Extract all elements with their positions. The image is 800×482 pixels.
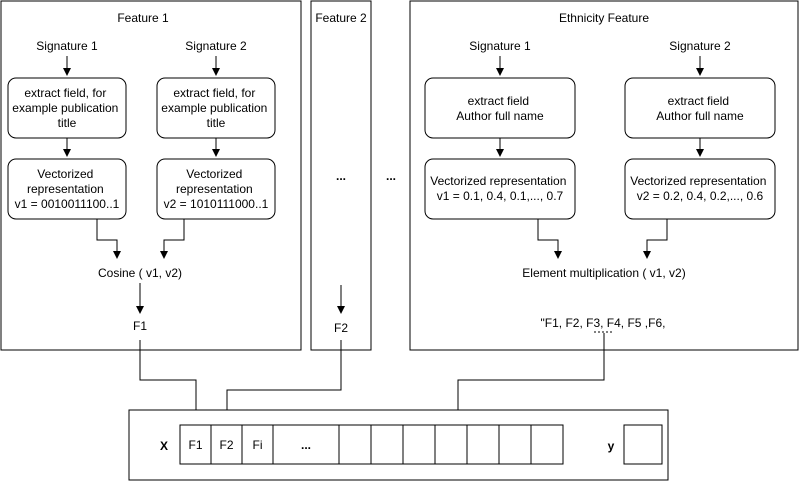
arrow-f2-to-row: [223, 340, 342, 423]
arrow: [643, 219, 668, 259]
eth-multiply-label: Element multiplication ( v1, v2): [522, 266, 685, 280]
arrow-eth-to-row: [454, 333, 605, 423]
vector-cell: [210, 424, 243, 465]
f1-sig1-label: Signature 1: [36, 39, 98, 53]
vector-cell: [179, 424, 212, 465]
ethnicity-title: Ethnicity Feature: [559, 11, 649, 25]
eth-sig2-extract-text: extract field Author full name: [656, 94, 744, 123]
vector-cell: [434, 424, 468, 465]
f1-sig2-label: Signature 2: [185, 39, 247, 53]
feature1-title: Feature 1: [117, 11, 169, 25]
f1-sig2-vector-box: [156, 158, 276, 220]
vector-cell: [498, 424, 532, 465]
feature2-ellipsis: ...: [336, 169, 346, 183]
vector-cell: [466, 424, 500, 465]
eth-sig2-vector-text: Vectorized representation v2 = 0.2, 0.4,…: [630, 174, 769, 203]
vector-cell: [530, 424, 564, 465]
vector-cell-label: F2: [219, 438, 233, 452]
arrow: [160, 219, 185, 259]
eth-sig2-label: Signature 2: [669, 39, 731, 53]
between-ellipsis: ...: [386, 169, 396, 183]
eth-sig2-vector-box: [624, 158, 776, 220]
f1-cosine-label: Cosine ( v1, v2): [98, 266, 182, 280]
x-label: X: [160, 439, 168, 453]
eth-sig1-label: Signature 1: [469, 39, 531, 53]
eth-sig1-extract-box: [424, 77, 576, 139]
f1-sig1-extract-text: extract field, for example publication t…: [12, 86, 121, 130]
arrow-f1-to-row: [139, 340, 200, 423]
f1-sig1-vector-text: Vectorized representation v1 = 001001110…: [15, 167, 120, 211]
y-label: y: [608, 439, 615, 453]
f1-output-label: F1: [133, 319, 147, 333]
vector-cell-label: Fi: [253, 438, 263, 452]
vector-cell-label: F1: [188, 438, 202, 452]
eth-sig1-vector-text: Vectorized representation v1 = 0.1, 0.4,…: [430, 174, 569, 203]
f1-sig2-vector-text: Vectorized representation v2 = 101011100…: [164, 167, 269, 211]
eth-sig1-extract-text: extract field Author full name: [456, 94, 544, 123]
vector-cell: [241, 424, 274, 465]
eth-sig2-extract-box: [624, 77, 776, 139]
vector-cell: [402, 424, 436, 465]
f1-sig2-extract-text: extract field, for example publication t…: [161, 86, 270, 130]
vector-cell: [370, 424, 404, 465]
y-cell: [623, 424, 663, 465]
f1-sig1-vector-box: [7, 158, 127, 220]
arrow: [96, 219, 121, 259]
arrow: [537, 219, 562, 259]
eth-output-label: "F1, F2, F3, F4, F5 ,F6,: [541, 316, 666, 330]
feature2-title: Feature 2: [315, 11, 367, 25]
vector-cell: [272, 424, 340, 465]
vector-cells: F1 F2 Fi...: [179, 424, 564, 465]
vector-cell: [338, 424, 372, 465]
eth-sig1-vector-box: [424, 158, 576, 220]
f2-output-label: F2: [334, 321, 348, 335]
vector-cell-label: ...: [301, 438, 311, 452]
